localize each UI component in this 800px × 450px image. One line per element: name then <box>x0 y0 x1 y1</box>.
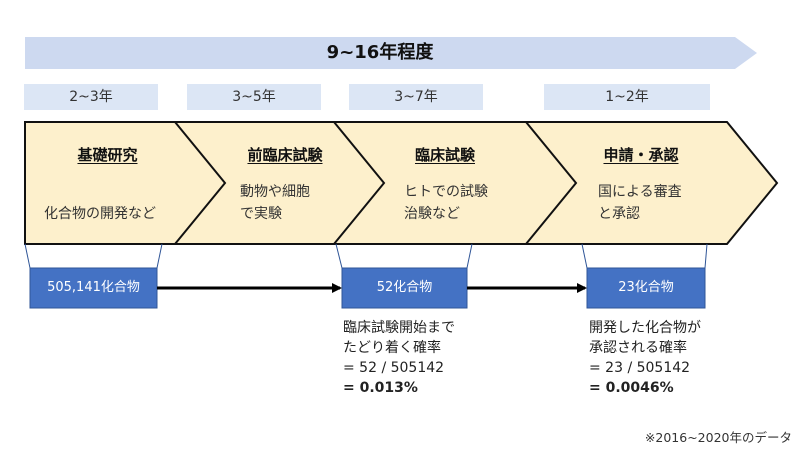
connector-line <box>24 243 31 269</box>
note-result: = 0.013% <box>343 380 418 396</box>
stage-desc-line: 治験など <box>404 206 460 222</box>
duration-box-approval <box>544 84 710 110</box>
stage-desc-line: で実験 <box>240 206 282 222</box>
connector-line <box>704 243 708 269</box>
note-line: = 23 / 505142 <box>589 360 691 376</box>
count-box-compounds-start <box>29 267 158 309</box>
stage-desc-line: と承認 <box>598 206 640 222</box>
connector-line <box>335 243 343 269</box>
duration-box-preclinical <box>187 84 321 110</box>
duration-label-basic-research: 2~3年 <box>69 89 113 105</box>
note-line: 臨床試験開始まで <box>343 320 455 336</box>
connector-line <box>156 243 163 269</box>
note-line: 開発した化合物が <box>589 320 701 336</box>
count-label-compounds-approved: 23化合物 <box>618 280 674 295</box>
count-box-compounds-approved <box>586 267 706 309</box>
note-result: = 0.0046% <box>589 380 674 396</box>
stage-desc-preclinical: 動物や細胞 で実験 <box>240 181 360 225</box>
note-line: 承認される確率 <box>589 340 687 356</box>
duration-box-basic-research <box>24 84 158 110</box>
count-label-compounds-clinical: 52化合物 <box>376 280 433 295</box>
note-clinical-probability: 臨床試験開始まで たどり着く確率 = 52 / 505142 = 0.013% <box>343 318 523 398</box>
stage-title-preclinical: 前臨床試験 <box>247 146 323 164</box>
stage-title-basic-research: 基礎研究 <box>77 146 138 164</box>
stage-title-approval: 申請・承認 <box>603 146 679 164</box>
duration-box-clinical <box>349 84 483 110</box>
note-line: たどり着く確率 <box>343 340 441 356</box>
stage-title-clinical: 臨床試験 <box>414 146 475 164</box>
stage-desc-basic-research: 化合物の開発など <box>44 203 194 225</box>
connector-line <box>581 243 588 269</box>
stage-desc-clinical: ヒトでの試験 治験など <box>404 181 534 225</box>
duration-label-preclinical: 3~5年 <box>232 89 276 105</box>
timeline-total-duration: 9~16年程度 <box>326 42 434 63</box>
count-box-compounds-clinical <box>341 267 468 309</box>
timeline-banner-arrow <box>25 37 757 69</box>
duration-label-approval: 1~2年 <box>605 89 649 105</box>
stage-desc-line: 国による審査 <box>598 184 682 200</box>
stage-desc-line: 動物や細胞 <box>240 184 310 200</box>
note-approval-probability: 開発した化合物が 承認される確率 = 23 / 505142 = 0.0046% <box>589 318 769 398</box>
stage-chevron-approval <box>523 121 779 245</box>
duration-label-clinical: 3~7年 <box>394 89 438 105</box>
note-line: = 52 / 505142 <box>343 360 445 376</box>
count-label-compounds-start: 505,141化合物 <box>47 280 140 295</box>
data-source-footnote: ※2016~2020年のデータ <box>644 430 792 445</box>
stage-desc-line: ヒトでの試験 <box>404 184 488 200</box>
stage-desc-line: 化合物の開発など <box>44 206 156 222</box>
stage-desc-approval: 国による審査 と承認 <box>598 181 728 225</box>
connector-line <box>466 243 473 269</box>
